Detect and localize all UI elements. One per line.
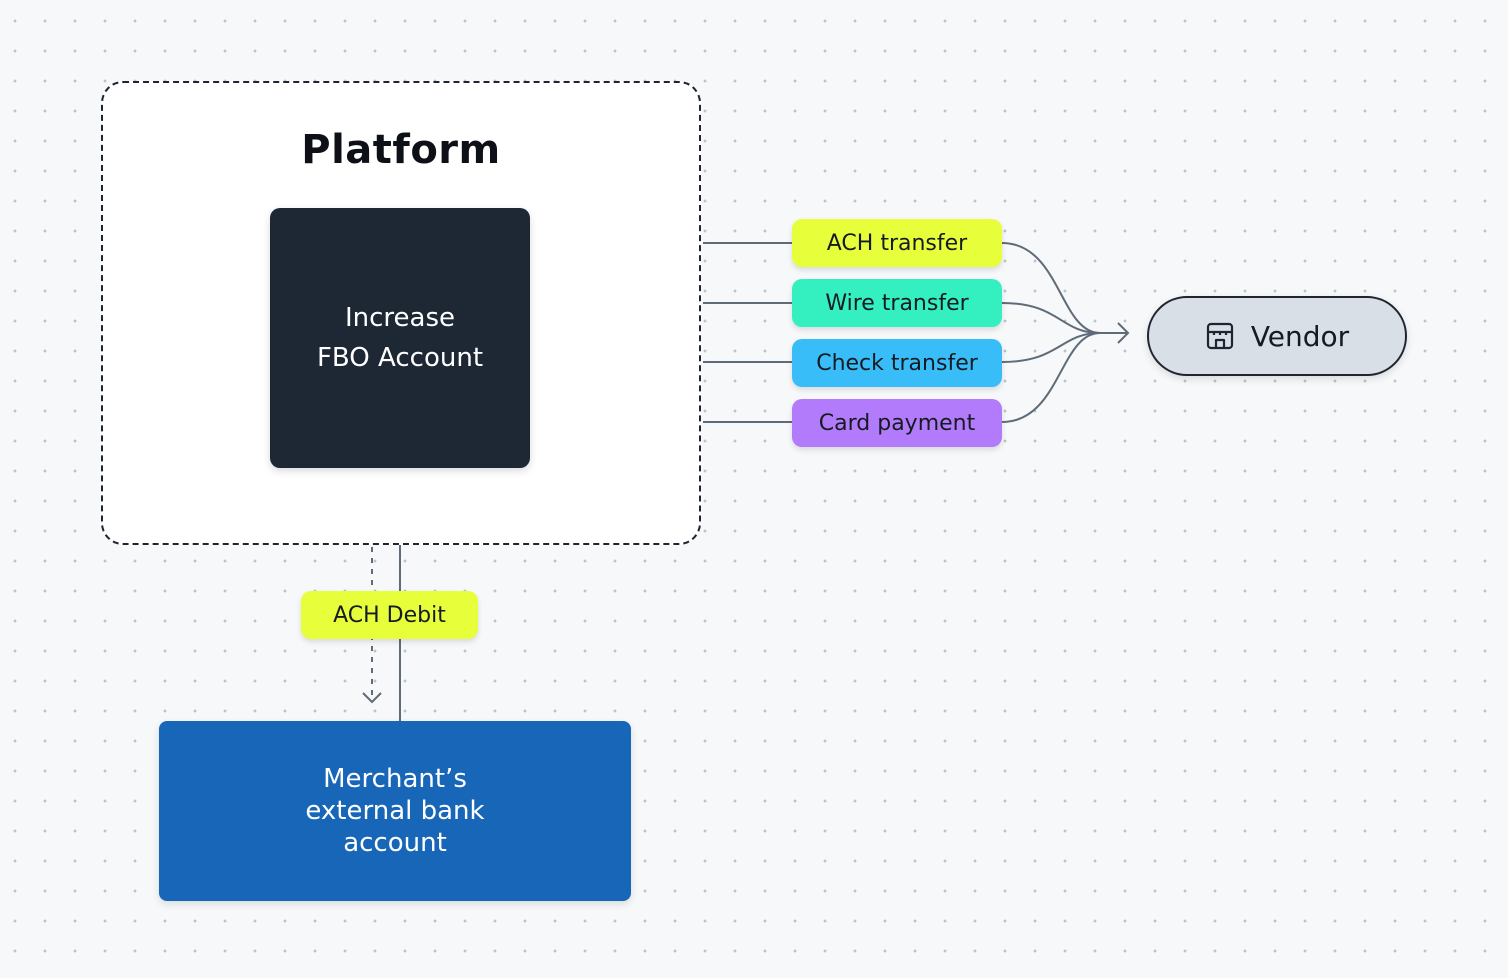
storefront-icon bbox=[1205, 321, 1235, 351]
platform-title: Platform bbox=[301, 127, 501, 173]
check-transfer-pill[interactable]: Check transfer bbox=[792, 339, 1002, 387]
down-arrow-head bbox=[362, 692, 382, 704]
bank-line-3: account bbox=[343, 828, 447, 858]
fbo-account-box[interactable]: Increase FBO Account bbox=[270, 208, 530, 468]
merge-curve-wire bbox=[1001, 302, 1101, 334]
vendor-label: Vendor bbox=[1250, 319, 1350, 353]
bank-line-1: Merchant’s bbox=[323, 764, 467, 794]
arrow-to-vendor-head bbox=[1117, 322, 1130, 344]
merge-curve-check bbox=[1001, 332, 1101, 363]
fbo-line-1: Increase bbox=[344, 303, 456, 333]
bank-line-2: external bank bbox=[305, 796, 485, 826]
wire-transfer-pill[interactable]: Wire transfer bbox=[792, 279, 1002, 327]
merchant-bank-account-box[interactable]: Merchant’s external bank account bbox=[159, 721, 631, 901]
card-payment-pill[interactable]: Card payment bbox=[792, 399, 1002, 447]
vendor-node[interactable]: Vendor bbox=[1147, 296, 1407, 376]
fbo-line-2: FBO Account bbox=[316, 343, 484, 373]
merge-curve-ach bbox=[1001, 242, 1101, 334]
merge-curve-card bbox=[1001, 332, 1101, 423]
ach-debit-pill[interactable]: ACH Debit bbox=[301, 591, 478, 639]
ach-transfer-pill[interactable]: ACH transfer bbox=[792, 219, 1002, 267]
